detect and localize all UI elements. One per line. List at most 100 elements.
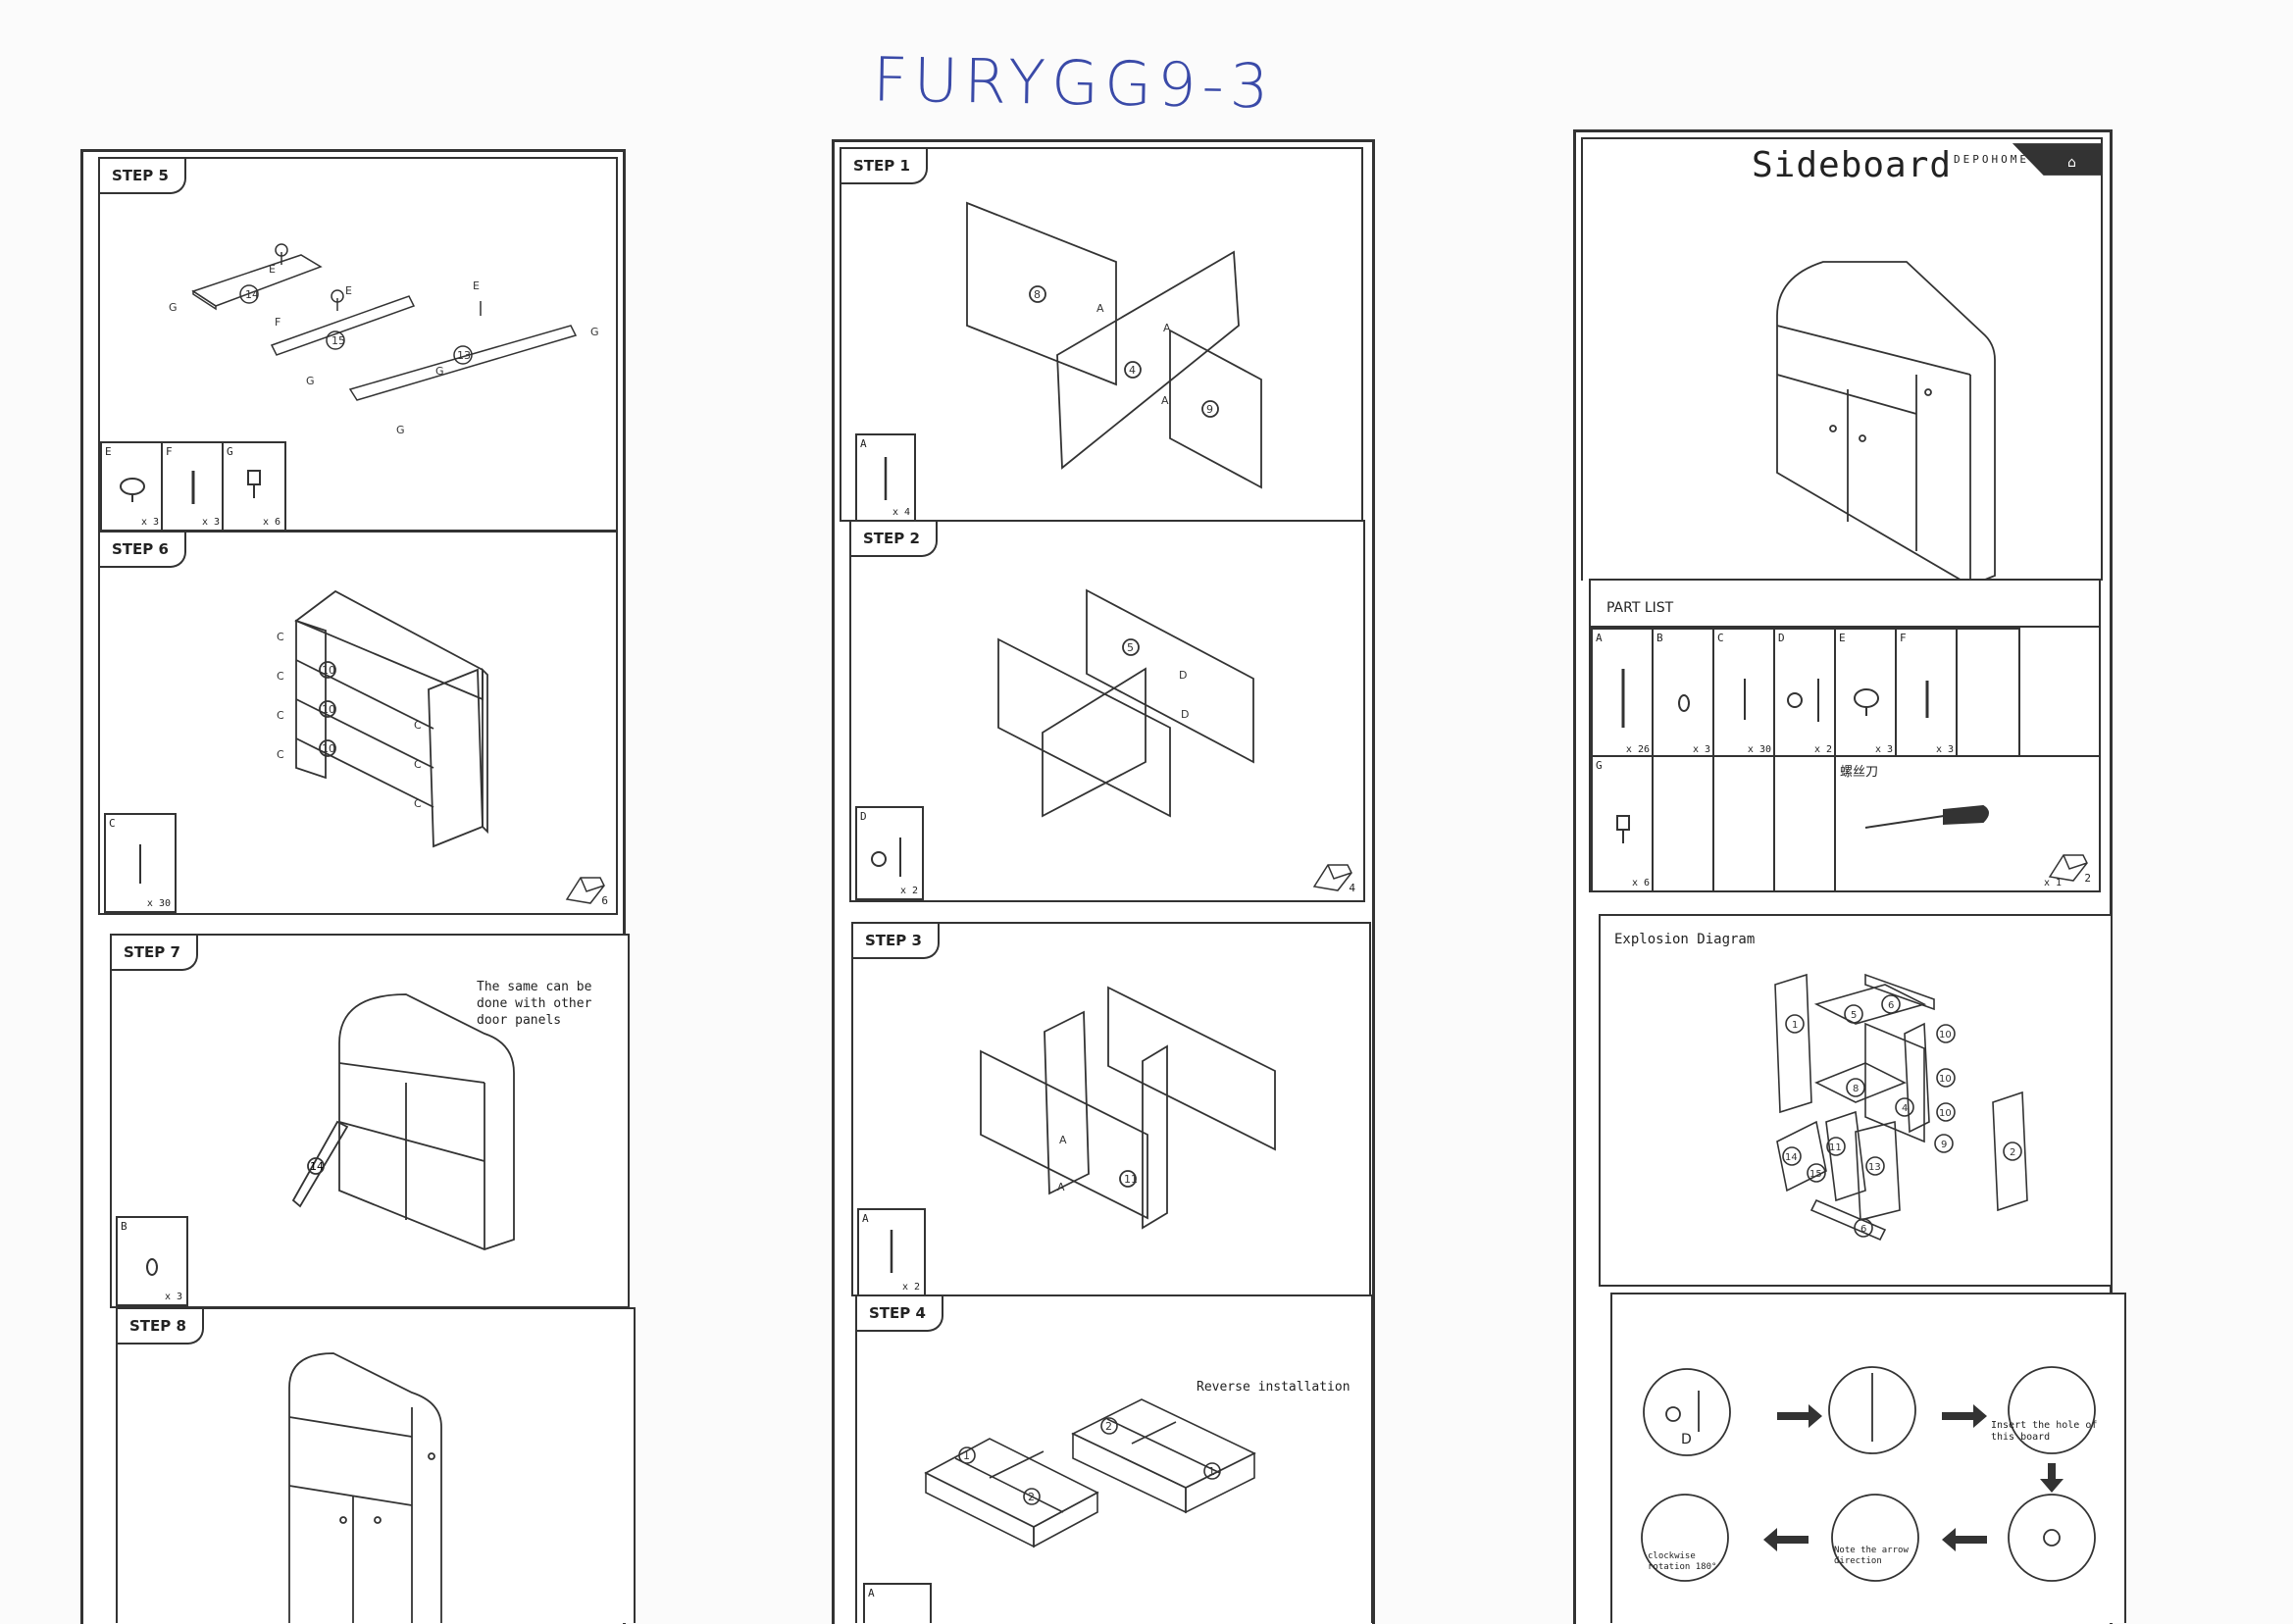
svg-text:13: 13	[457, 349, 471, 362]
svg-text:A: A	[1161, 394, 1169, 407]
page-number-6: 6	[561, 864, 610, 907]
svg-text:⌂: ⌂	[2067, 155, 2076, 171]
svg-text:E: E	[473, 279, 480, 292]
svg-text:C: C	[277, 670, 284, 683]
page-number-2: 2	[2044, 841, 2093, 885]
step8-panel: STEP 8	[116, 1307, 636, 1623]
svg-text:5: 5	[1851, 1010, 1857, 1021]
svg-text:G: G	[590, 326, 599, 338]
page-number-4: 4	[1308, 851, 1357, 894]
step2-label: STEP 2	[851, 522, 938, 557]
part-d: D x 2	[1773, 628, 1838, 759]
explosion-title: Explosion Diagram	[1614, 932, 1756, 947]
part-g: G x 6	[1591, 755, 1656, 890]
screwdriver-icon	[1864, 804, 1989, 829]
svg-text:10: 10	[322, 703, 335, 716]
cam-insert-note: Insert the hole of this board	[1991, 1420, 2098, 1443]
handwritten-code: FURYGG9-3	[872, 43, 1275, 123]
step5-label: STEP 5	[100, 159, 186, 194]
step4-illustration: 1 2 2 1	[924, 1398, 1256, 1548]
svg-text:5: 5	[1127, 641, 1134, 654]
part-a: A x 26	[1591, 628, 1656, 759]
svg-text:2: 2	[2010, 1147, 2015, 1158]
svg-text:4: 4	[1902, 1103, 1908, 1114]
tool-label: 螺丝刀	[1840, 765, 1879, 780]
part-e: E x 3	[1834, 628, 1899, 759]
cam-rotation-note: clockwise rotation 180°	[1648, 1551, 1717, 1572]
svg-text:D: D	[1179, 669, 1187, 682]
step5-part-g: G x 6	[222, 441, 286, 530]
step3-label: STEP 3	[853, 924, 940, 959]
svg-text:1: 1	[963, 1449, 970, 1462]
svg-text:14: 14	[310, 1160, 324, 1173]
svg-text:1: 1	[1792, 1020, 1798, 1031]
step1-illustration: 849 AAA	[966, 201, 1262, 489]
svg-text:10: 10	[322, 742, 335, 755]
svg-text:1: 1	[1208, 1465, 1215, 1478]
part-f: F x 3	[1895, 628, 1960, 759]
svg-text:C: C	[414, 719, 422, 732]
svg-text:10: 10	[1939, 1030, 1952, 1040]
step7-note: The same can be done with other door pan…	[477, 980, 592, 1028]
svg-text:E: E	[345, 284, 352, 297]
cover-illustration: ⌂	[1776, 143, 2101, 581]
part-b: B x 3	[1652, 628, 1716, 759]
cam-part-letter: D	[1681, 1432, 1692, 1447]
svg-text:C: C	[277, 748, 284, 761]
svg-text:E: E	[269, 263, 276, 276]
svg-text:C: C	[414, 758, 422, 771]
svg-text:11: 11	[1124, 1173, 1138, 1186]
svg-text:9: 9	[1941, 1140, 1947, 1150]
svg-text:A: A	[1096, 302, 1104, 315]
svg-text:8: 8	[1853, 1084, 1859, 1094]
svg-text:13: 13	[1868, 1162, 1881, 1173]
product-title: Sideboard	[1752, 145, 1953, 185]
svg-text:A: A	[1057, 1181, 1065, 1193]
svg-text:C: C	[277, 631, 284, 643]
step6-label: STEP 6	[100, 533, 186, 568]
svg-text:G: G	[306, 375, 315, 387]
svg-text:4: 4	[1129, 364, 1136, 377]
svg-text:9: 9	[1206, 403, 1213, 416]
svg-text:2: 2	[1028, 1491, 1035, 1503]
step7-illustration: 14	[291, 993, 515, 1250]
svg-text:6: 6	[1888, 1000, 1894, 1011]
svg-text:14: 14	[1785, 1152, 1798, 1163]
svg-text:A: A	[1059, 1134, 1067, 1146]
step6-part-c: C x 30	[104, 813, 177, 913]
step1-label: STEP 1	[841, 149, 928, 184]
part-empty-4	[1773, 755, 1838, 890]
step4-label: STEP 4	[857, 1296, 943, 1332]
svg-text:C: C	[414, 797, 422, 810]
step7-label: STEP 7	[112, 936, 198, 971]
svg-text:15: 15	[331, 334, 345, 347]
brand-name: DEPOHOME	[1954, 153, 2029, 166]
svg-text:2: 2	[1105, 1420, 1112, 1433]
step7-part-b: B x 3	[116, 1216, 188, 1306]
part-c: C x 30	[1712, 628, 1777, 759]
svg-text:14: 14	[245, 288, 259, 301]
step7-panel: STEP 7 The same can be done with other d…	[110, 934, 630, 1308]
step5-part-f: F x 3	[161, 441, 226, 530]
cam-panel: D Insert the hole of this board Note the…	[1610, 1293, 2126, 1623]
step8-label: STEP 8	[118, 1309, 204, 1345]
step2-illustration: 5DD	[997, 588, 1254, 818]
step4-note: Reverse installation	[1197, 1380, 1350, 1395]
part-empty-3	[1712, 755, 1777, 890]
svg-text:C: C	[277, 709, 284, 722]
svg-text:F: F	[275, 316, 280, 329]
svg-text:10: 10	[1939, 1108, 1952, 1119]
step5-part-e: E x 3	[100, 441, 165, 530]
svg-text:G: G	[396, 424, 405, 436]
